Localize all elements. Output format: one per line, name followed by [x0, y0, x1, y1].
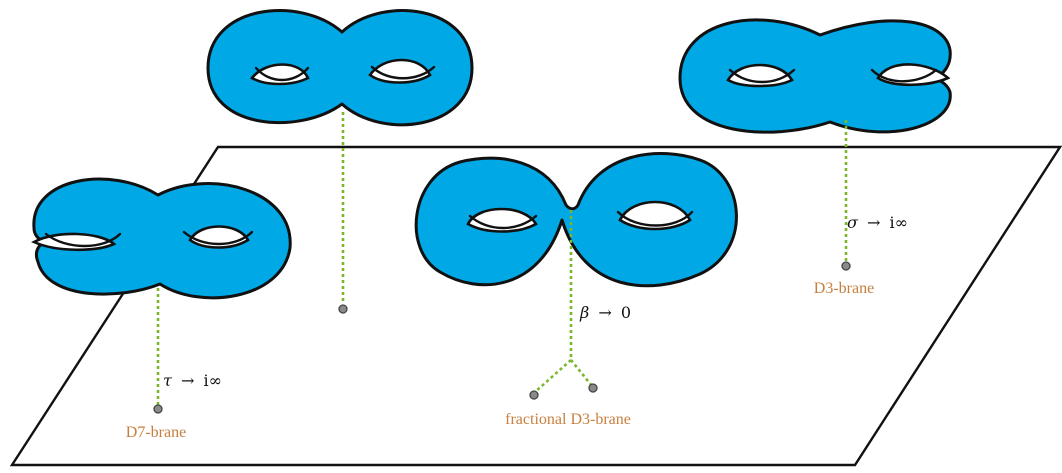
- hole-right-rim: [182, 230, 254, 246]
- leg-center-branch-right: [569, 359, 594, 387]
- hole-left-rim: [254, 66, 310, 82]
- surface-body: [206, 9, 474, 127]
- base-plane: [9, 145, 1062, 467]
- point-fractional-left: [529, 390, 539, 400]
- point-fractional-right: [588, 383, 598, 393]
- point-top-center: [338, 304, 348, 314]
- label-d3-brane: D3-brane: [814, 280, 874, 297]
- genus-two-surface-top-center: [206, 9, 474, 127]
- surface-body: [414, 152, 738, 288]
- surface-body: [678, 18, 952, 134]
- genus-two-surface-left: [31, 177, 292, 300]
- hole-left-rim: [44, 232, 122, 248]
- label-d7-brane: D7-brane: [126, 424, 186, 441]
- hole-left-rim: [728, 68, 796, 84]
- genus-two-surface-top-right: [678, 18, 952, 134]
- leg-center-branch-left: [534, 359, 572, 393]
- limit-tau: τ → i∞: [163, 371, 222, 390]
- surface-body: [32, 177, 292, 300]
- point-d7-brane: [153, 404, 163, 414]
- hole-right-rim: [616, 210, 694, 227]
- hole-right-rim: [870, 68, 938, 83]
- limit-beta: β → 0: [579, 303, 631, 322]
- hole-right-rim: [370, 65, 436, 80]
- hole-left-rim: [468, 214, 538, 230]
- limit-sigma: σ → i∞: [847, 213, 908, 232]
- genus-two-surface-center-degenerate: [414, 152, 738, 288]
- label-fractional-d3-brane: fractional D3-brane: [505, 411, 631, 428]
- point-d3-brane: [841, 261, 851, 271]
